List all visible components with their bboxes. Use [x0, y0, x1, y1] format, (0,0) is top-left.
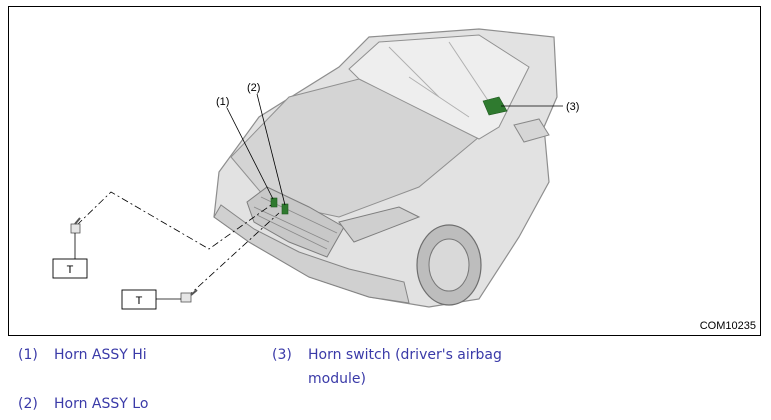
car-headlight: [338, 206, 421, 243]
car-bumper: [213, 204, 410, 304]
figure-code: COM10235: [699, 320, 756, 332]
horn-assy-lo: [281, 203, 289, 215]
leader-line-2: [256, 93, 286, 206]
legend-number: (2): [18, 396, 38, 412]
callout-2: (2): [247, 82, 260, 94]
torque-box-upper: [52, 258, 88, 279]
bolt-lower: [180, 289, 198, 303]
legend-text-continued: module): [308, 371, 366, 387]
legend-item-2: (2) Horn ASSY Lo: [18, 393, 148, 415]
leader-line-1: [226, 107, 274, 200]
horn-assy-hi: [270, 197, 278, 208]
torque-box-lower: [121, 289, 157, 310]
bolt-upper: [70, 217, 81, 234]
legend-number: (1): [18, 347, 38, 363]
legend-text: Horn ASSY Lo: [54, 396, 149, 412]
legend-text: Horn ASSY Hi: [54, 347, 147, 363]
car-windshield: [348, 34, 530, 140]
torque-label-upper: T: [67, 264, 74, 276]
bolt-path-lower: [186, 212, 280, 298]
wheel-rim: [428, 238, 470, 292]
legend-item-3: (3) Horn switch (driver's airbag module): [272, 344, 502, 387]
bolt-path-upper: [76, 191, 272, 250]
callout-3: (3): [566, 101, 579, 113]
legend-item-1: (1) Horn ASSY Hi: [18, 344, 147, 366]
legend-text: Horn switch (driver's airbag: [308, 347, 502, 363]
torque-label-lower: T: [136, 295, 143, 307]
horn-switch-airbag: [482, 96, 508, 116]
diagram-frame: T T (1) (2) (3) COM10235: [8, 6, 761, 336]
legend-number: (3): [272, 347, 292, 363]
interior-lines: [388, 41, 490, 118]
callout-1: (1): [216, 96, 229, 108]
car-illustration: T T (1) (2) (3): [52, 28, 579, 310]
side-mirror: [513, 118, 550, 143]
